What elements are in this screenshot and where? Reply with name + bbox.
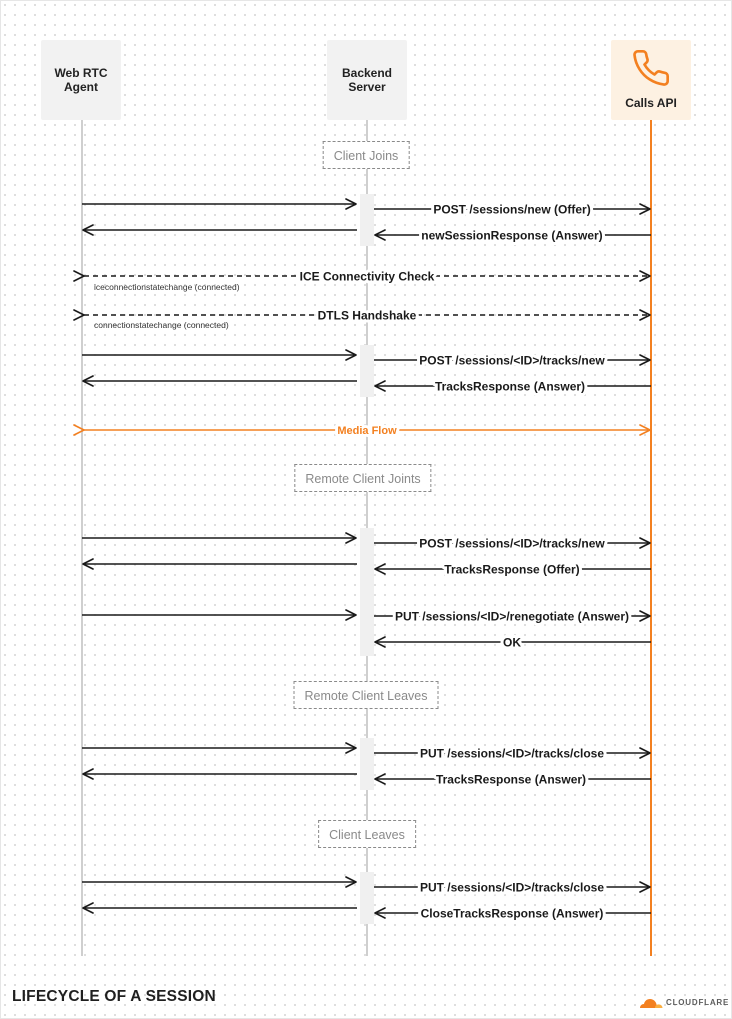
cloudflare-wordmark: CLOUDFLARE bbox=[666, 997, 730, 1007]
diagram-title: LIFECYCLE OF A SESSION bbox=[12, 988, 216, 1005]
message-label: TracksResponse (Answer) bbox=[435, 380, 585, 394]
message-label: CloseTracksResponse (Answer) bbox=[421, 907, 604, 921]
phone-icon bbox=[633, 50, 670, 86]
backend-activation bbox=[360, 194, 374, 246]
message-label: POST /sessions/<ID>/tracks/new bbox=[419, 354, 605, 368]
participant-label: Backend bbox=[341, 66, 393, 80]
message-label: PUT /sessions/<ID>/renegotiate (Answer) bbox=[395, 610, 629, 624]
backend-activation bbox=[360, 345, 374, 397]
participant-label: Server bbox=[348, 80, 386, 94]
backend-activation bbox=[360, 872, 374, 924]
participant-calls-api: Calls API bbox=[611, 40, 691, 120]
participant-label: Agent bbox=[64, 80, 98, 94]
backend-activation bbox=[360, 528, 374, 656]
backend-activation bbox=[360, 738, 374, 790]
message-label: TracksResponse (Answer) bbox=[436, 773, 586, 787]
message-label: ICE Connectivity Check bbox=[300, 270, 435, 284]
media-flow-label: Media Flow bbox=[337, 425, 397, 437]
message-label: newSessionResponse (Answer) bbox=[421, 229, 602, 243]
message-label: PUT /sessions/<ID>/tracks/close bbox=[420, 881, 604, 895]
event-label: connectionstatechange (connected) bbox=[94, 320, 229, 330]
message-label: PUT /sessions/<ID>/tracks/close bbox=[420, 747, 604, 761]
message-label: POST /sessions/new (Offer) bbox=[433, 203, 590, 217]
phase-remote-client-joints: Remote Client Joints bbox=[294, 464, 432, 492]
message-label: POST /sessions/<ID>/tracks/new bbox=[419, 537, 605, 551]
event-label: iceconnectionstatechange (connected) bbox=[94, 282, 240, 292]
participant-label: Calls API bbox=[625, 96, 677, 110]
phase-client-leaves: Client Leaves bbox=[318, 820, 416, 848]
message-label: DTLS Handshake bbox=[318, 309, 417, 323]
participant-webrtc-agent: Web RTC Agent bbox=[41, 40, 121, 120]
participant-backend-server: Backend Server bbox=[327, 40, 407, 120]
phase-remote-client-leaves: Remote Client Leaves bbox=[293, 681, 439, 709]
phase-client-joins: Client Joins bbox=[322, 141, 410, 169]
message-label: TracksResponse (Offer) bbox=[444, 563, 579, 577]
cloudflare-logo: CLOUDFLARE bbox=[638, 993, 729, 1011]
participant-label: Web RTC bbox=[54, 66, 108, 80]
message-label: OK bbox=[503, 636, 521, 650]
cloud-icon bbox=[640, 998, 663, 1008]
